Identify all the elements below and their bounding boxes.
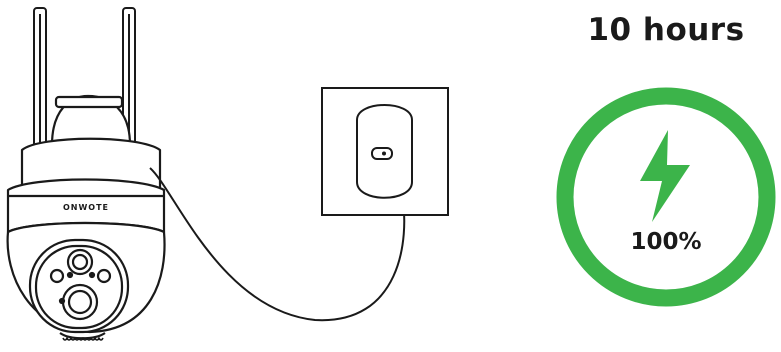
- charge-percent-label: 100%: [630, 229, 702, 255]
- security-camera-icon: [6, 94, 166, 341]
- runtime-label: 10 hours: [587, 12, 745, 48]
- lightning-bolt-icon: [640, 130, 690, 222]
- wall-outlet-icon: [321, 87, 449, 216]
- battery-charge-ring: [556, 87, 776, 307]
- camera-antenna-left: [33, 7, 47, 159]
- camera-brand-label: ONWOTE: [63, 203, 109, 212]
